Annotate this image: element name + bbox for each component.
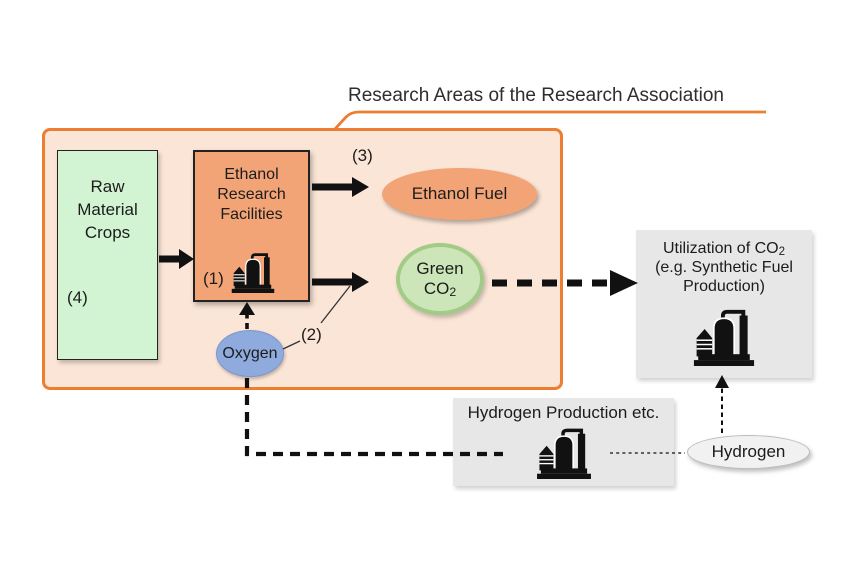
marker-2: (2) [301,325,322,344]
raw-material-crops-box: Raw Material Crops (4) [57,150,158,360]
ethanol-research-facilities-box: Ethanol Research Facilities (1) [193,150,310,302]
ethanol-fuel-ellipse: Ethanol Fuel [382,168,537,220]
factory-icon [693,309,755,366]
co2-utilization-rest: (e.g. Synthetic Fuel Production) [655,259,793,295]
co2-utilization-line1: Utilization of CO2 [663,240,785,259]
ethanol-fuel-label: Ethanol Fuel [411,184,508,203]
marker-4: (4) [67,288,88,307]
co2-utilization-box: Utilization of CO2 (e.g. Synthetic Fuel … [636,230,812,378]
hydrogen-ellipse: Hydrogen [687,435,810,469]
oxygen-label: Oxygen [222,344,278,362]
green-co2-formula: CO2 [423,279,457,300]
marker-3: (3) [352,146,373,165]
diagram-title: Research Areas of the Research Associati… [348,85,724,106]
facility-marker-row: (1) [203,252,276,293]
hydrogen-label: Hydrogen [711,442,786,461]
title-callout-line [333,110,766,130]
green-co2-label-line1: Green [416,259,464,278]
co2-utilization-label: Utilization of CO2 (e.g. Synthetic Fuel … [636,239,812,296]
hydrogen-production-label: Hydrogen Production etc. [467,403,660,422]
factory-icon [231,253,275,293]
hydrogen-to-utilization-arrow [715,375,729,433]
raw-material-crops-label: Raw Material Crops [77,177,138,242]
factory-icon [537,428,591,479]
ethanol-research-facilities-label: Ethanol Research Facilities [217,166,286,223]
hydrogen-production-box: Hydrogen Production etc. [453,398,674,486]
oxygen-ellipse: Oxygen [216,330,284,377]
green-co2-ellipse: Green CO2 [396,243,484,315]
marker-1: (1) [203,269,224,288]
